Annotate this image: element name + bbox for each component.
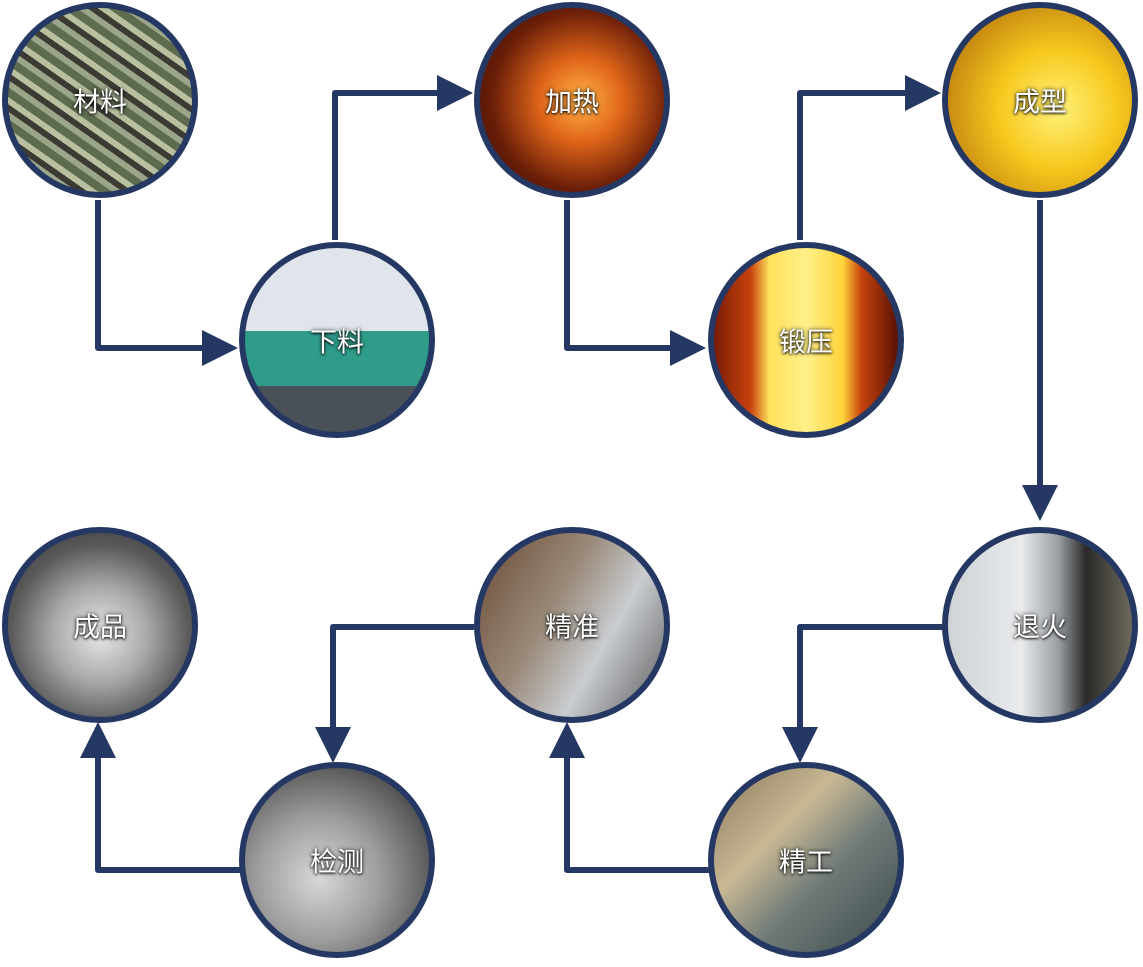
step-label: 加热 bbox=[545, 87, 599, 119]
step-precision: 精准 bbox=[474, 527, 670, 723]
arrow-annealing-to-machining bbox=[782, 624, 943, 763]
step-label: 材料 bbox=[73, 87, 127, 119]
step-forging: 锻压 bbox=[708, 242, 904, 438]
step-label: 下料 bbox=[310, 327, 364, 359]
step-label: 锻压 bbox=[779, 327, 833, 359]
step-inspection: 检测 bbox=[239, 762, 435, 958]
arrow-cutting-to-heating bbox=[332, 75, 473, 240]
step-label: 退火 bbox=[1013, 612, 1067, 644]
step-finished-product: 成品 bbox=[2, 527, 198, 723]
arrow-heating-to-forging bbox=[564, 200, 706, 366]
arrow-machining-to-precision bbox=[549, 722, 710, 873]
step-label: 精准 bbox=[545, 612, 599, 644]
step-forming: 成型 bbox=[942, 2, 1138, 198]
step-label: 成型 bbox=[1013, 87, 1067, 119]
arrow-precision-to-inspection bbox=[315, 624, 474, 763]
step-machining: 精工 bbox=[708, 762, 904, 958]
step-label: 精工 bbox=[779, 847, 833, 879]
arrow-inspection-to-product bbox=[80, 722, 240, 873]
step-annealing: 退火 bbox=[942, 527, 1138, 723]
step-label: 成品 bbox=[73, 612, 127, 644]
arrow-material-to-cutting bbox=[95, 200, 238, 366]
step-cutting: 下料 bbox=[239, 242, 435, 438]
step-heating: 加热 bbox=[474, 2, 670, 198]
step-material: 材料 bbox=[2, 2, 198, 198]
arrow-forging-to-forming bbox=[797, 75, 941, 240]
step-label: 检测 bbox=[310, 847, 364, 879]
